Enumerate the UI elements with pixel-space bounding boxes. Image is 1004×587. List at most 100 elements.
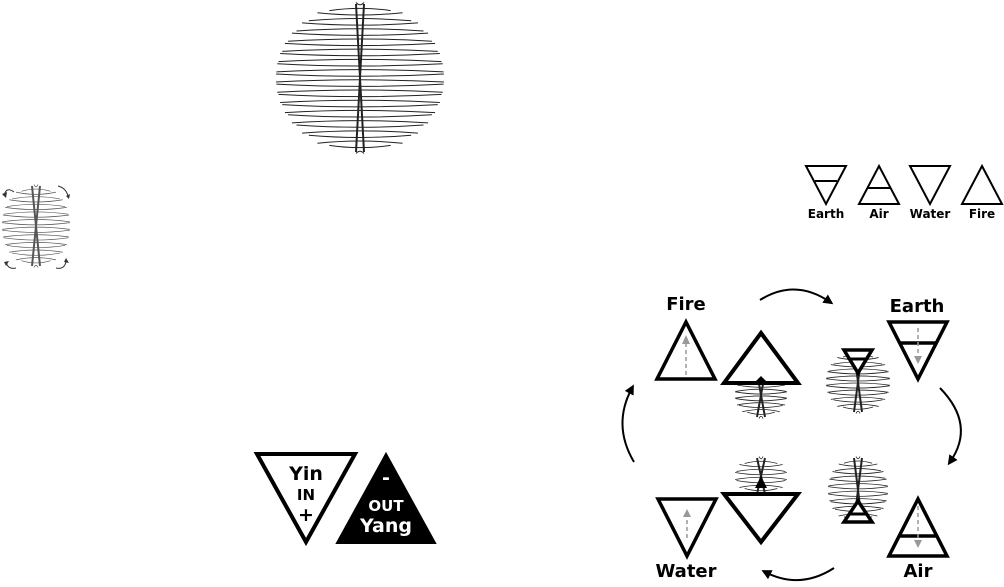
earth-symbol-icon [804,165,848,207]
scribble-line [855,410,861,414]
scribble-line [5,207,67,210]
vortex-funnel [31,185,41,267]
cycle-arrow-air-to-water [761,567,835,582]
scribble-line [758,415,764,419]
large-vortex-sphere [276,2,444,154]
legend-earth-label: Earth [807,207,845,221]
scribble-line [742,409,780,413]
scribble-line [739,464,783,468]
element-legend: Earth Air Water Fire [800,160,1004,226]
element-cycle: Fire Earth Water Air [620,280,1004,587]
scribble-line [308,18,412,22]
scribble-line [832,471,884,475]
scribble-line [284,42,436,47]
scribble-line [744,488,778,492]
scribble-line [284,109,436,114]
scribble-line [15,191,57,195]
yin-triangle-icon [253,452,359,547]
scribble-line [12,196,60,200]
scribble-line [739,404,783,408]
scribble-line [33,184,39,188]
scribble-line [736,384,786,388]
scribble-line [855,456,861,460]
cycle-air-label: Air [903,561,933,582]
yin-sign: + [298,504,314,526]
scribble-line [838,463,878,467]
scribble-line [735,388,787,392]
scribble-line [278,93,442,98]
cycle-water-label: Water [655,561,717,582]
scribble-line [3,237,69,241]
scribble-line [830,396,886,400]
scribble-line [288,114,432,118]
scribble-line [6,203,66,207]
rotation-arrow-icon [57,185,69,197]
scribble-line [744,460,778,464]
scribble-line [828,392,888,396]
yin-in: IN [297,486,315,504]
yin-word: Yin [288,463,323,485]
scribble-line [329,144,391,149]
scribble-line [829,478,887,482]
scribble-line [355,2,365,6]
scribble-line [302,22,418,26]
rotation-arrow-icon [55,261,67,269]
scribble-line [843,460,873,464]
scribble-line [291,32,429,36]
scribble-line [3,211,69,215]
scribble-line [282,104,438,108]
scribble-line [355,150,365,154]
scribble-line [296,28,424,32]
scribble-line [837,403,879,407]
scribble-line [296,124,424,128]
cycle-arrow-earth-to-air [939,387,962,466]
scribble-line [317,140,403,144]
scribble-line [735,398,787,402]
scribble-line [308,134,412,138]
scribble-line [278,58,442,63]
scribble-line [5,242,67,245]
scribble-line [288,38,432,42]
scribble-line [21,260,51,264]
scribble-line [329,7,391,12]
fire-symbol-icon [960,163,1004,205]
earth-vortex-triangle-icon [840,348,876,377]
scribble-line [21,188,51,192]
scribble-line [827,389,889,393]
legend-water-label: Water [909,207,951,221]
scribble-line [280,99,440,103]
scribble-line [280,53,440,57]
yin-yang-triangles: Yin IN + - OUT Yang [253,451,437,547]
scribble-line [302,130,418,134]
air-vortex-triangle-icon [840,497,876,524]
vortex-funnel [355,3,365,153]
scribble-line [282,48,438,52]
air-symbol-icon [857,163,901,205]
cycle-arrow-water-to-fire [621,384,635,463]
scribble-line [758,456,764,460]
yang-sign: - [382,467,390,489]
scribble-line [736,402,786,406]
cycle-arrow-fire-to-earth [759,288,834,305]
scribble-line [12,252,60,256]
yang-out: OUT [368,497,404,515]
scribble-line [291,120,429,124]
scribble-line [842,406,874,410]
yang-word: Yang [359,515,412,537]
yang-triangle-icon [335,451,437,544]
scribble-line [830,475,886,479]
legend-air-label: Air [869,207,889,221]
cycle-fire-label: Fire [666,294,706,315]
scribble-line [736,468,786,472]
scribble-line [6,245,66,249]
scribble-line [9,199,63,203]
water-vortex-triangle-icon [719,492,803,546]
scribble-line [835,468,881,472]
scribble-line [747,411,775,415]
scribble-line [317,12,403,16]
water-symbol-icon [908,165,952,207]
scribble-line [33,264,39,268]
scribble-line [9,249,63,253]
legend-fire-label: Fire [968,207,996,221]
